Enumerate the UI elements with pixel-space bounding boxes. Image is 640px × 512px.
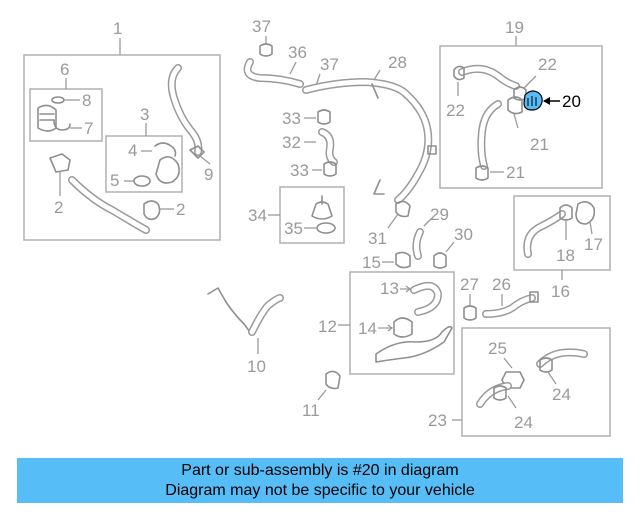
callout-34: 34 (248, 206, 267, 225)
callout-15: 15 (362, 253, 381, 272)
part-11-sensor[interactable] (325, 370, 341, 390)
callout-35: 35 (284, 219, 303, 238)
callout-37-top: 37 (252, 17, 271, 36)
part-15-clamp[interactable] (395, 251, 411, 269)
callout-22-left: 22 (446, 101, 465, 120)
part-27-clamp[interactable] (463, 305, 477, 321)
arrowhead-20 (543, 97, 550, 105)
callout-3: 3 (140, 105, 149, 124)
callout-25: 25 (488, 339, 507, 358)
callout-27: 27 (460, 275, 479, 294)
callout-30: 30 (454, 225, 473, 244)
callout-13: 13 (380, 279, 399, 298)
callout-11: 11 (302, 401, 320, 420)
part-33-clamp-top[interactable] (317, 109, 331, 125)
group-box-19 (439, 45, 603, 189)
callout-5: 5 (110, 171, 119, 190)
part-26-hose[interactable] (482, 291, 539, 318)
callout-23: 23 (428, 411, 447, 430)
part-30-clamp[interactable] (433, 252, 447, 269)
part-9-bleeder-hose[interactable] (167, 64, 205, 159)
part-17-clamp[interactable] (575, 200, 596, 225)
part-21-hose[interactable] (475, 96, 523, 181)
callout-14: 14 (358, 319, 377, 338)
callout-8: 8 (82, 91, 91, 110)
callout-33-top: 33 (282, 109, 301, 128)
banner-line-2: Diagram may not be specific to your vehi… (165, 482, 475, 499)
arrow-14 (378, 324, 394, 332)
info-banner: Part or sub-assembly is #20 in diagram D… (17, 458, 623, 503)
group-box-1 (23, 54, 221, 241)
part-18-hose[interactable] (523, 204, 573, 258)
callout-7: 7 (84, 119, 93, 138)
part-36-hose[interactable] (243, 58, 304, 88)
part-8-oring[interactable] (51, 96, 80, 104)
part-2-clamp-right[interactable] (143, 200, 174, 221)
part-4-thermostat[interactable] (154, 142, 180, 184)
callout-19: 19 (505, 18, 524, 37)
callout-31: 31 (368, 229, 387, 248)
part-24-hoses[interactable] (476, 348, 588, 408)
part-10-hose-assembly[interactable] (207, 287, 284, 336)
callout-36: 36 (288, 43, 307, 62)
banner-line-1: Part or sub-assembly is #20 in diagram (181, 462, 459, 479)
callout-28: 28 (388, 53, 407, 72)
part-33-clamp-bottom[interactable] (323, 161, 337, 177)
callout-24-right: 24 (552, 385, 571, 404)
callout-29: 29 (430, 205, 449, 224)
part-14-housing[interactable] (375, 317, 453, 363)
part-32-hose[interactable] (318, 128, 338, 166)
callout-18: 18 (556, 246, 575, 265)
callout-10: 10 (247, 357, 266, 376)
part-13-hose[interactable] (410, 281, 442, 316)
callout-17: 17 (584, 235, 603, 254)
callout-21-upper: 21 (530, 135, 549, 154)
part-2-lower-hose[interactable] (68, 176, 150, 234)
callout-21-lower: 21 (506, 163, 525, 182)
callout-16: 16 (551, 282, 570, 301)
part-7-clip[interactable] (53, 119, 82, 131)
part-6-sensor-housing[interactable] (37, 104, 57, 132)
callout-33-bottom: 33 (290, 161, 309, 180)
arrow-13 (400, 285, 412, 293)
group-box-3 (105, 135, 183, 193)
group-box-12 (349, 271, 455, 375)
part-29-hose[interactable] (412, 228, 424, 260)
callout-24-bottom: 24 (514, 413, 533, 432)
callout-12: 12 (318, 317, 337, 336)
callout-9: 9 (204, 165, 213, 184)
part-34-connector[interactable] (311, 195, 333, 220)
part-35-oring[interactable] (316, 222, 336, 234)
callout-22-right: 22 (538, 55, 557, 74)
callout-37-right: 37 (320, 55, 339, 74)
part-22-hose-upper[interactable] (453, 64, 520, 90)
callout-2-right: 2 (176, 200, 185, 219)
callout-4: 4 (128, 141, 137, 160)
callout-20: 20 (562, 92, 581, 111)
part-37-clamp-top[interactable] (259, 43, 273, 57)
group-box-23 (461, 327, 611, 437)
callout-32: 32 (282, 133, 301, 152)
part-5-gasket[interactable] (133, 175, 151, 187)
callout-6: 6 (60, 60, 69, 79)
part-25-connector[interactable] (501, 371, 525, 389)
callout-26: 26 (492, 275, 511, 294)
callout-1: 1 (113, 19, 122, 38)
part-20-highlighted-clip[interactable] (523, 90, 543, 111)
part-2-hose-upper-clamp[interactable] (49, 153, 71, 173)
callout-2-left: 2 (54, 198, 63, 217)
part-28-coolant-pipe[interactable] (302, 78, 437, 204)
